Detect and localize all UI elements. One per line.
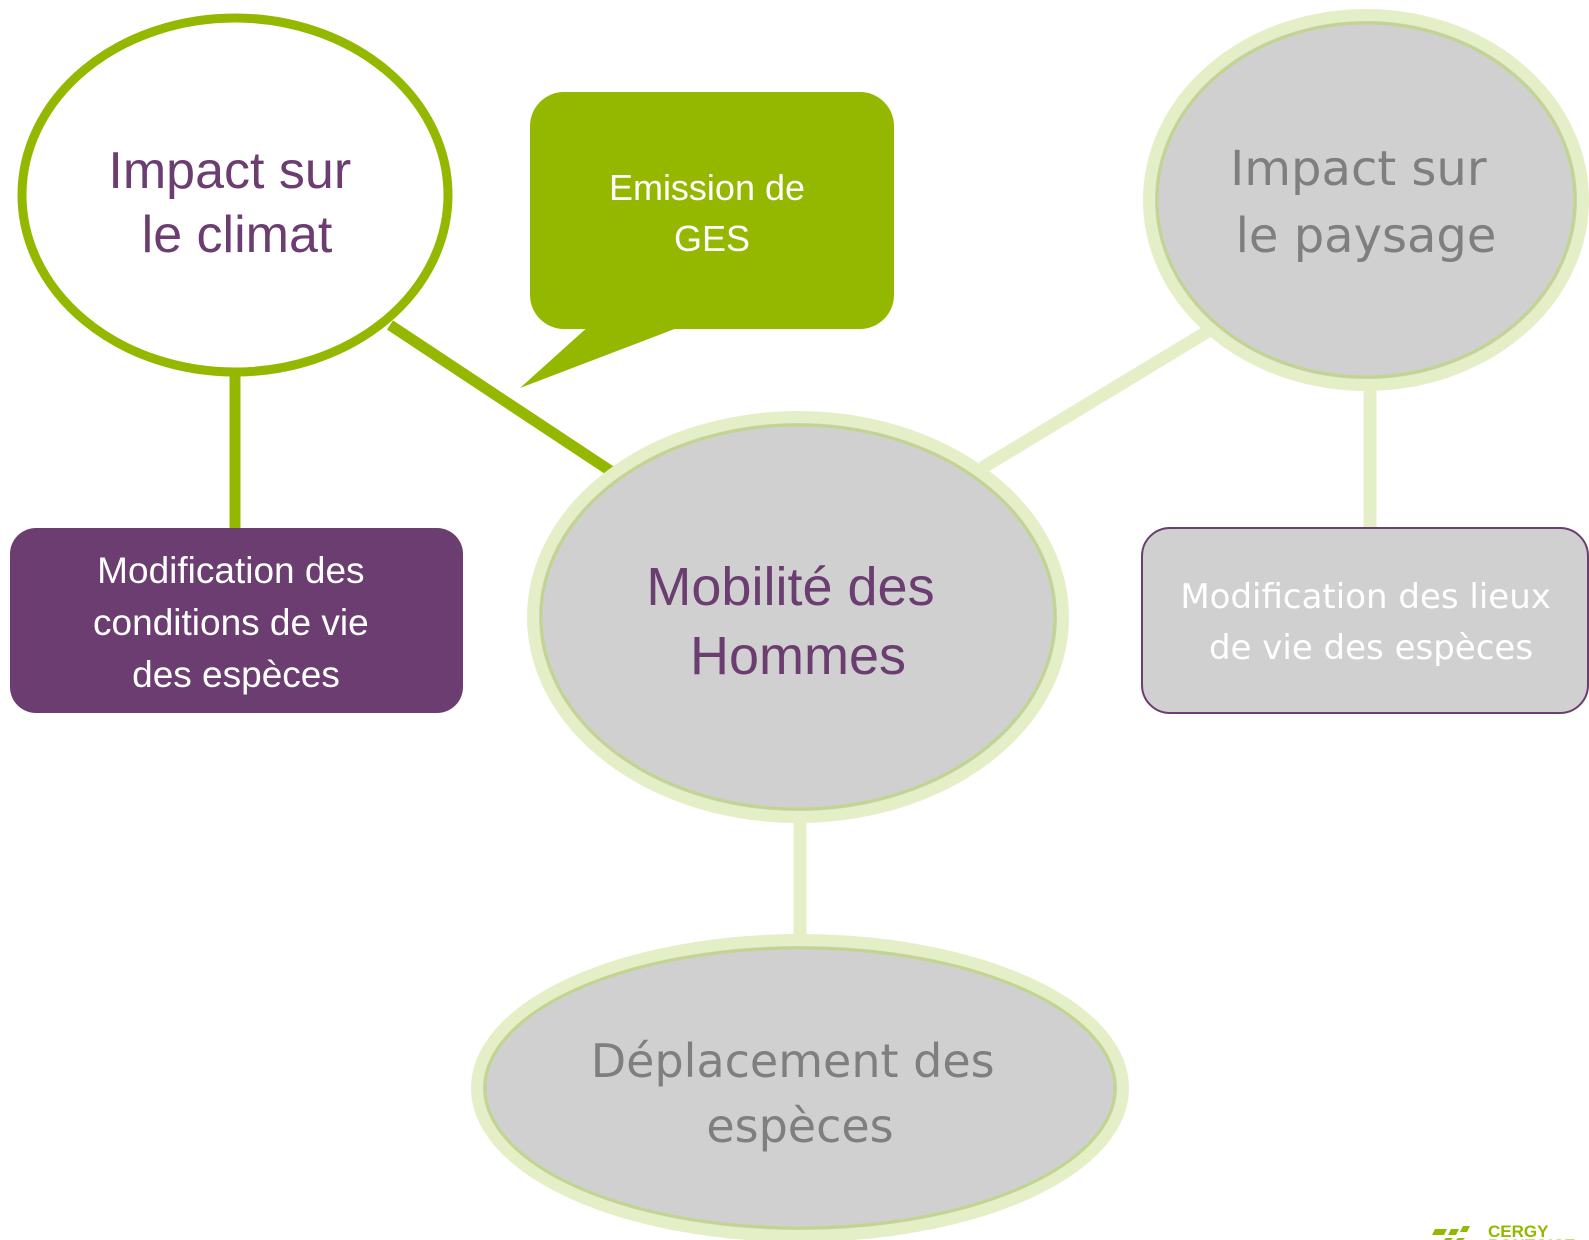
node-conditions-line3: des espèces xyxy=(132,654,340,695)
callout-emission-ges: Emission de GES xyxy=(520,92,894,388)
callout-ges-line1: Emission de xyxy=(609,167,805,208)
svg-text:Impact sur le climat: Impact sur le climat xyxy=(108,142,365,264)
node-lieux-line1: Modification des lieux xyxy=(1180,577,1551,617)
node-impact-climat-line1: Impact sur xyxy=(108,142,351,200)
svg-text:CERGY: CERGY xyxy=(1488,1222,1549,1240)
logo-wordmark: CERGY PONTOISE xyxy=(1488,1222,1576,1240)
connector-mobility-landscape xyxy=(978,324,1214,474)
node-modification-conditions: Modification des conditions de vie des e… xyxy=(10,528,463,713)
logo-mark-icon xyxy=(1432,1226,1470,1240)
svg-text:Emission de GES: Emission de GES xyxy=(609,167,815,259)
node-conditions-line1: Modification des xyxy=(97,550,364,591)
node-impact-paysage-line2: le paysage xyxy=(1236,208,1497,264)
node-impact-paysage: Impact sur le paysage xyxy=(1143,9,1589,391)
node-impact-climat-line2: le climat xyxy=(142,206,333,264)
node-deplacement-line1: Déplacement des xyxy=(591,1034,995,1088)
svg-text:PONTOISE: PONTOISE xyxy=(1488,1236,1576,1240)
node-lieux-line2: de vie des espèces xyxy=(1209,628,1533,668)
node-conditions-line2: conditions de vie xyxy=(93,602,369,643)
node-impact-paysage-line1: Impact sur xyxy=(1230,141,1487,197)
cergy-pontoise-logo: CERGY PONTOISE xyxy=(1432,1222,1576,1240)
callout-ges-line2: GES xyxy=(674,218,750,259)
node-modification-lieux: Modification des lieux de vie des espèce… xyxy=(1141,527,1589,714)
svg-text:Déplacement des espèces: Déplacement des espèces xyxy=(591,1034,1010,1153)
node-mobilite-line2: Hommes xyxy=(690,626,906,686)
svg-text:Modification des conditi: Modification des conditions de vie des e… xyxy=(93,550,379,695)
svg-text:Modification des lieux d: Modification des lieux de vie des espèce… xyxy=(1180,577,1561,668)
node-mobilite-line1: Mobilité des xyxy=(646,557,934,617)
node-deplacement-line2: espèces xyxy=(706,1099,893,1153)
node-deplacement-especes: Déplacement des espèces xyxy=(471,934,1129,1240)
svg-text:Impact sur le paysage: Impact sur le paysage xyxy=(1230,141,1502,264)
connector-climate-mobility xyxy=(386,320,616,477)
svg-text:Mobilité des Hommes: Mobilité des Hommes xyxy=(646,557,949,686)
node-impact-climat: Impact sur le climat xyxy=(17,13,453,377)
node-mobilite-hommes: Mobilité des Hommes xyxy=(527,411,1069,823)
